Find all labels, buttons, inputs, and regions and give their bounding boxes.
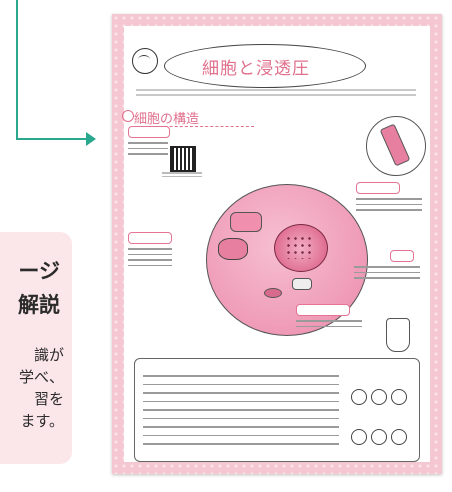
face-icon bbox=[391, 429, 407, 445]
face-icon bbox=[371, 429, 387, 445]
qr-code-icon bbox=[170, 146, 196, 172]
right-arrow-icon bbox=[86, 132, 96, 146]
worksheet-page: 細胞と浸透圧 細胞の構造 bbox=[112, 14, 442, 474]
label-box-nucleus bbox=[390, 250, 414, 262]
label-box-golgi bbox=[128, 232, 172, 244]
membrane-description bbox=[356, 198, 422, 215]
pen-icon bbox=[366, 116, 426, 176]
face-icon bbox=[391, 389, 407, 405]
mitochondria-description bbox=[296, 320, 362, 331]
brain-icon bbox=[132, 48, 158, 74]
callout-body-line: ます。 bbox=[20, 412, 64, 430]
callout-body-line: 識が bbox=[33, 346, 64, 364]
endoplasmic-reticulum bbox=[230, 212, 262, 232]
label-box-mitochondria bbox=[296, 304, 350, 316]
nucleus bbox=[274, 224, 328, 272]
down-arrow-icon bbox=[386, 318, 410, 352]
worksheet-content: 細胞と浸透圧 細胞の構造 bbox=[122, 26, 430, 462]
qr-caption bbox=[162, 172, 202, 182]
page-title: 細胞と浸透圧 bbox=[202, 59, 310, 79]
callout-title-line: ージ bbox=[18, 259, 60, 283]
label-box-er bbox=[128, 126, 170, 138]
nucleus-description bbox=[354, 266, 420, 283]
section-title: 細胞の構造 bbox=[134, 112, 200, 127]
subtitle-text bbox=[136, 89, 416, 99]
callout-body-line: 学べ、 bbox=[18, 368, 64, 386]
mitochondria bbox=[264, 288, 282, 298]
connector-line-vertical bbox=[16, 0, 18, 140]
section-underline bbox=[134, 126, 254, 127]
bottom-notes-box bbox=[134, 358, 420, 462]
title-bubble bbox=[164, 44, 366, 88]
golgi-body bbox=[218, 238, 248, 260]
face-icon bbox=[371, 389, 387, 405]
bottom-box-text bbox=[143, 375, 339, 452]
student-faces-illustration bbox=[347, 373, 413, 457]
explanation-callout: ージ 解説 識が 学べ、 習を ます。 bbox=[0, 232, 72, 464]
label-box-membrane bbox=[356, 182, 400, 194]
vacuole bbox=[292, 278, 312, 290]
flower-icon bbox=[122, 110, 134, 122]
face-icon bbox=[351, 389, 367, 405]
golgi-description bbox=[128, 248, 172, 270]
callout-body-line: 習を bbox=[33, 390, 64, 408]
face-icon bbox=[351, 429, 367, 445]
callout-title: ージ 解説 bbox=[18, 254, 60, 322]
callout-body: 識が 学べ、 習を ます。 bbox=[19, 344, 64, 432]
callout-title-line: 解説 bbox=[18, 293, 60, 317]
er-description bbox=[128, 142, 168, 159]
connector-line-horizontal bbox=[16, 138, 88, 140]
